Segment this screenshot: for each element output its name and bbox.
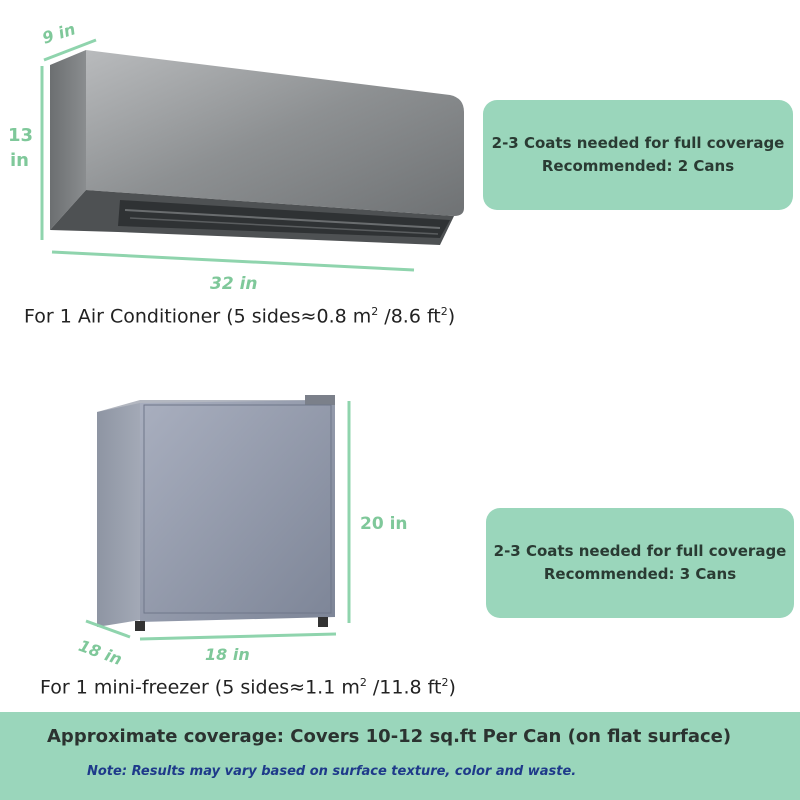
freezer-coats-text: 2-3 Coats needed for full coverage: [493, 542, 787, 560]
ac-caption-sup-2: 2: [440, 305, 448, 318]
ac-caption-sup-1: 2: [371, 305, 379, 318]
freezer-width-label: 18 in: [205, 645, 250, 664]
ac-coats-text: 2-3 Coats needed for full coverage: [491, 134, 785, 152]
ac-recommended-text: Recommended: 2 Cans: [541, 157, 735, 175]
ac-caption: For 1 Air Conditioner (5 sides≈0.8 m2 /8…: [24, 305, 456, 328]
ac-height-label-bottom: in: [10, 150, 29, 171]
note-text: Note: Results may vary based on surface …: [87, 764, 577, 779]
footer-banner: Approximate coverage: Covers 10-12 sq.ft…: [0, 712, 800, 800]
freezer-height-label: 20 in: [360, 514, 408, 534]
air-conditioner-image: [40, 38, 464, 272]
ac-coverage-box: 2-3 Coats needed for full coverage Recom…: [483, 100, 793, 210]
coverage-text: Approximate coverage: Covers 10-12 sq.ft…: [47, 726, 732, 747]
freezer-caption-sup-1: 2: [359, 676, 367, 689]
freezer-coverage-box: 2-3 Coats needed for full coverage Recom…: [486, 508, 794, 618]
ac-width-label: 32 in: [210, 274, 258, 294]
mini-freezer-image: [85, 395, 351, 641]
ac-height-label-top: 13: [8, 125, 34, 146]
freezer-caption-sup-2: 2: [441, 676, 449, 689]
freezer-caption: For 1 mini-freezer (5 sides≈1.1 m2 /11.8…: [40, 676, 456, 699]
freezer-recommended-text: Recommended: 3 Cans: [543, 565, 737, 583]
